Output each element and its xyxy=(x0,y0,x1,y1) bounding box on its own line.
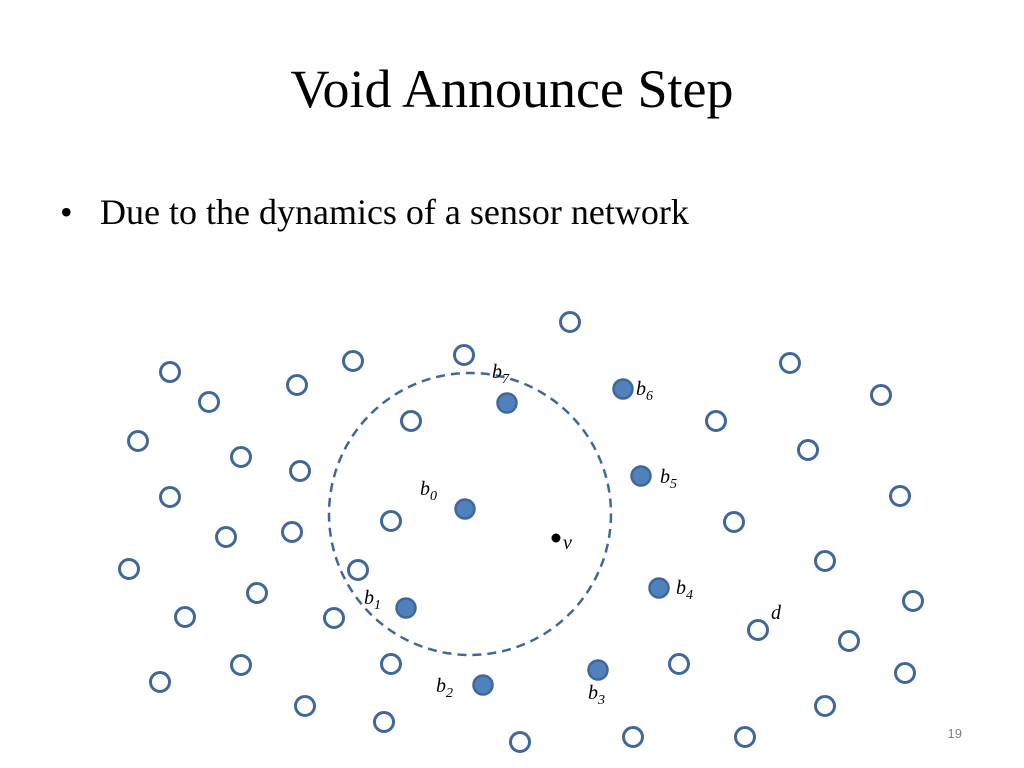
label-v: v xyxy=(563,532,572,554)
sensor-node xyxy=(734,726,756,748)
node-b6 xyxy=(612,378,634,400)
sensor-node xyxy=(559,311,581,333)
node-b0 xyxy=(454,498,476,520)
sensor-node xyxy=(797,439,819,461)
sensor-node xyxy=(159,361,181,383)
sensor-node xyxy=(509,731,531,753)
label-b2: b2 xyxy=(436,675,453,701)
sensor-node xyxy=(668,653,690,675)
sensor-nodes xyxy=(118,311,924,753)
void-region-circle xyxy=(327,371,613,657)
sensor-node xyxy=(159,486,181,508)
sensor-node xyxy=(622,726,644,748)
sensor-node xyxy=(149,671,171,693)
bullet-text: Due to the dynamics of a sensor network xyxy=(100,192,689,232)
node-b2 xyxy=(472,674,494,696)
label-b1: b1 xyxy=(364,587,381,613)
node-b7 xyxy=(496,392,518,414)
sensor-node xyxy=(246,582,268,604)
point-v-dot xyxy=(551,533,561,543)
label-b4: b4 xyxy=(676,577,693,603)
sensor-node xyxy=(723,511,745,533)
boundary-nodes xyxy=(395,378,670,696)
sensor-node xyxy=(380,653,402,675)
sensor-node xyxy=(294,695,316,717)
sensor-node xyxy=(127,430,149,452)
sensor-node xyxy=(838,630,860,652)
sensor-node xyxy=(230,446,252,468)
label-b0: b0 xyxy=(420,478,437,504)
node-b3 xyxy=(587,659,609,681)
label-b5: b5 xyxy=(660,466,677,492)
label-b7: b7 xyxy=(492,361,510,387)
sensor-node xyxy=(281,521,303,543)
sensor-node xyxy=(814,695,836,717)
bullet-item: • Due to the dynamics of a sensor networ… xyxy=(60,194,689,230)
label-d: d xyxy=(771,602,782,624)
sensor-node xyxy=(902,590,924,612)
sensor-node xyxy=(814,550,836,572)
sensor-node xyxy=(347,559,369,581)
sensor-node xyxy=(198,391,220,413)
sensor-node xyxy=(889,485,911,507)
sensor-node xyxy=(286,374,308,396)
sensor-node xyxy=(373,711,395,733)
sensor-node xyxy=(705,410,727,432)
sensor-node-d xyxy=(747,619,769,641)
sensor-node xyxy=(400,410,422,432)
sensor-node xyxy=(215,526,237,548)
sensor-node xyxy=(380,510,402,532)
sensor-node xyxy=(779,352,801,374)
sensor-node xyxy=(342,350,364,372)
sensor-node xyxy=(230,654,252,676)
sensor-node xyxy=(289,460,311,482)
node-b5 xyxy=(630,465,652,487)
sensor-node xyxy=(453,344,475,366)
page-number: 19 xyxy=(947,726,962,741)
label-b6: b6 xyxy=(636,378,653,404)
label-b3: b3 xyxy=(588,682,605,708)
node-b1 xyxy=(395,597,417,619)
sensor-node xyxy=(870,384,892,406)
bullet-marker: • xyxy=(60,192,73,232)
node-b4 xyxy=(648,577,670,599)
slide-title: Void Announce Step xyxy=(290,59,734,119)
sensor-node xyxy=(174,606,196,628)
sensor-node xyxy=(894,662,916,684)
sensor-node xyxy=(118,558,140,580)
sensor-node xyxy=(323,607,345,629)
